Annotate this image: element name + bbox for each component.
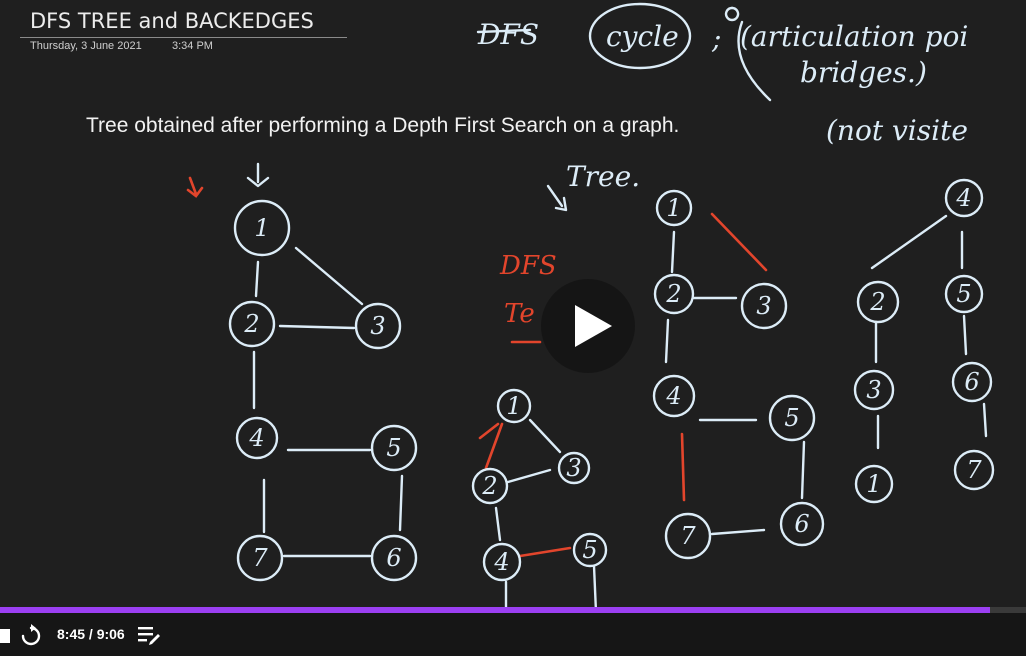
chapters-icon[interactable] [136,624,162,646]
node-label: 5 [582,536,597,564]
play-button[interactable] [541,279,635,373]
node-label: 7 [966,456,982,484]
progress-fill [0,607,991,613]
node-label: 2 [243,310,259,338]
play-icon [575,305,612,347]
caption-text: Tree obtained after performing a Depth F… [86,114,680,137]
red-arrow [186,176,204,198]
small-graph: 1 2 3 4 5 6 7 [471,388,608,612]
dfs-tree-a: 1 2 3 4 5 6 7 [652,189,825,560]
note-time: 3:34 PM [172,40,213,52]
node-label: 3 [566,454,581,482]
red-dfs-label: DFS [499,251,557,281]
progress-bar[interactable] [0,607,1026,613]
note-date: Thursday, 3 June 2021 [30,40,142,52]
original-graph: 1 2 3 4 5 6 7 [228,199,418,582]
semicolon: ; [711,22,721,55]
title-divider [20,37,347,38]
node-label: 1 [666,194,681,222]
note-title: DFS TREE and BACKEDGES [30,9,314,33]
tree-arrow [546,184,568,212]
bracket [737,20,772,102]
node-label: 1 [506,392,521,420]
node-label: 2 [665,280,681,308]
video-frame[interactable]: DFS TREE and BACKEDGES Thursday, 3 June … [0,0,1026,612]
dfs-strike [476,28,532,34]
node-label: 1 [254,214,269,242]
node-label: 7 [252,544,268,572]
cycle-word: cycle [606,20,679,53]
node-label: 2 [481,472,497,500]
red-te-label: Te [504,299,535,329]
dfs-tree-b: 4 2 5 3 6 1 7 [853,178,995,504]
replay-icon[interactable] [18,623,44,649]
node-label: 3 [370,312,385,340]
node-label: 2 [869,288,885,316]
node-label: 4 [955,184,971,212]
node-label: 1 [866,470,881,498]
player-controls: 8:45 / 9:06 [0,613,1026,656]
node-label: 4 [665,382,681,410]
node-label: 4 [248,424,264,452]
articulation-text: (articulation poi [740,20,968,53]
node-label: 6 [386,544,401,572]
not-visited-text: (not visite [826,114,968,147]
node-label: 6 [794,510,809,538]
node-label: 5 [784,404,799,432]
dfs-heading: DFS [477,18,539,51]
tree-label: Tree. [566,160,640,193]
down-arrow [246,162,270,188]
time-display: 8:45 / 9:06 [57,626,125,642]
bridges-text: bridges.) [800,56,927,89]
handwritten-drawing: DFS cycle ; (articulation poi bridges.) … [186,2,995,612]
node-label: 5 [956,280,971,308]
node-label: 7 [680,522,696,550]
node-label: 4 [493,548,509,576]
node-label: 3 [756,292,771,320]
node-label: 6 [964,368,979,396]
cycle-circle [588,2,692,70]
stop-icon[interactable] [0,629,10,643]
small-loop-mark [724,6,740,22]
node-label: 5 [386,434,401,462]
node-label: 3 [866,376,881,404]
